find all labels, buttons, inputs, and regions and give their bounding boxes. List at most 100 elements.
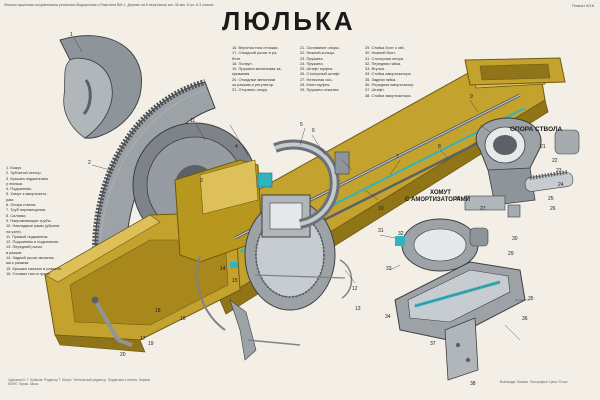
callout-2: 2 [88, 160, 91, 166]
legend-item: крывания. [232, 71, 251, 77]
callout-26: 26 [550, 206, 556, 212]
callout-28: 28 [455, 196, 461, 202]
lever-linkage-icon [91, 254, 353, 361]
legend-item: 36. Передняя амортизатор. [365, 82, 415, 88]
callout-17: 17 [140, 336, 146, 342]
callout-5: 5 [300, 122, 303, 128]
legend-item: боте. [232, 55, 242, 61]
callout-33: 33 [386, 266, 392, 272]
poster-id: Плакат 6/16 [571, 3, 594, 8]
legend-item: 7. Труб перемещения. [6, 207, 47, 213]
legend-item: ма к разжим. [6, 260, 30, 266]
callout-12: 12 [352, 286, 358, 292]
callout-13: 13 [355, 306, 361, 312]
legend-item: 22. Нижний кольцо. [300, 50, 336, 56]
clamp-label-line2: С АМОРТИЗАТОРАМИ [405, 197, 470, 203]
legend-item: на узле). [6, 228, 22, 234]
legend-item: 23. Пружина. [300, 55, 324, 61]
leader-lines [73, 37, 530, 341]
legend-item: 16. Головки тяги в грани. [6, 270, 51, 276]
callout-19: 19 [148, 341, 154, 347]
legend-item: у люльки. [6, 180, 24, 186]
legend-column-3: 21. Основание опоры.22. Нижний кольцо.23… [300, 45, 340, 93]
legend-column-4: 29. Стойка болт с гай.30. Нижний болт.31… [365, 45, 414, 98]
barrel-clamp-icon [273, 139, 350, 229]
legend-item: 29. Пружина отжатия. [300, 87, 340, 93]
clamp-label-line1: ХОМУТ [430, 190, 451, 196]
legend-item: 13. Передний рычаг [6, 244, 43, 250]
legend-item: 14. Задний рычаг механиз- [6, 255, 55, 261]
callout-14: 14 [220, 266, 226, 272]
legend-item: 29. Стойка болт с гай. [365, 45, 405, 50]
legend-item: 6. Опора ствола. [6, 202, 37, 208]
callout-37: 37 [430, 341, 436, 347]
callout-6: 6 [312, 128, 315, 134]
legend-item: 10. Накладные рамы (убрана [6, 223, 60, 229]
callout-30: 30 [512, 236, 518, 242]
callout-7: 7 [396, 154, 399, 160]
callout-11: 11 [190, 118, 195, 124]
legend-item: 34. Стойка амортизатора. [365, 71, 412, 77]
legend-item: 16. Верхняя тяга оттяжки. [232, 45, 279, 50]
legend-item: 5. Хомут к амортизато- [6, 191, 48, 197]
callout-38: 38 [470, 381, 476, 387]
callout-20: 20 [120, 352, 126, 358]
legend-item: 35. Задняя гайка. [365, 76, 397, 82]
callout-35: 35 [528, 296, 534, 302]
legend-item: 3. Крышка подшипника [6, 175, 48, 181]
callout-31: 31 [378, 228, 384, 234]
callout-32: 32 [398, 231, 404, 237]
legend-item: рам. [6, 196, 15, 202]
callout-23: 23 [556, 168, 562, 174]
legend-item: 38. Стойки амортизатора. [365, 92, 412, 98]
poster-title: ЛЮЛЬКА [222, 6, 356, 36]
legend-item: 24. Пружина. [300, 60, 324, 66]
callout-1: 1 [70, 32, 73, 38]
legend-column-1: 1. Кожух.2. Зубчатый сектор.3. Крышка по… [6, 165, 62, 276]
legend-item: 31. Стопорная опора. [365, 55, 404, 61]
callout-10: 10 [378, 206, 384, 212]
legend-item: 30. Нижний болт. [365, 50, 396, 56]
callout-24: 24 [558, 182, 564, 188]
callout-3: 3 [200, 178, 203, 184]
callout-18: 18 [155, 308, 161, 314]
callout-36: 36 [522, 316, 528, 322]
legend-item: 21. Оторвать опору. [232, 87, 268, 93]
barrel-support-label: ОПОРА СТВОЛА [510, 126, 563, 133]
legend-item: 17. Откидной рычаг в ра- [232, 50, 278, 56]
header-note: Люлька пушечная полуавтомата установки В… [4, 3, 214, 7]
callout-15: 15 [232, 278, 238, 284]
legend-item: 12. Подшипник в подъемном. [6, 239, 59, 245]
callout-16: 16 [180, 316, 186, 322]
callout-4: 4 [235, 144, 238, 150]
legend-item: 1. Кожух. [6, 165, 23, 170]
barrel-support-icon [464, 117, 580, 218]
legend-item: 19. Пружина механизма за- [232, 66, 282, 72]
legend-item: 26. Стопорный штифт. [300, 71, 341, 77]
legend-item: 25. Штифт муфты. [300, 66, 334, 72]
legend-item: в разжат. [6, 249, 23, 255]
legend-item: 20. Откидные механизм [232, 76, 276, 82]
legend-item: 15. Крышка салазок в развале. [6, 265, 62, 271]
legend-item: 2. Зубчатый сектор. [6, 170, 42, 176]
cover-icon [59, 35, 142, 139]
legend-column-2: 16. Верхняя тяга оттяжки.17. Откидной ры… [232, 45, 282, 93]
callout-34: 34 [385, 314, 391, 320]
callout-numbers: 1 2 3 4 5 6 7 8 9 10 11 12 13 14 15 16 1… [70, 32, 564, 387]
legend-item: 8. Салазки. [6, 212, 27, 218]
legend-item: 4. Подшипник. [6, 186, 32, 192]
footer-right-note: Воениздат. Москва. Типография. Цена 20 к… [500, 380, 569, 384]
callout-9: 9 [470, 94, 473, 100]
callout-8: 8 [438, 144, 441, 150]
legend-item: 27. Натяжная ось. [300, 76, 333, 82]
legend-item: 28. Ключ муфты. [300, 82, 331, 88]
callout-25: 25 [548, 196, 554, 202]
callout-22: 22 [552, 158, 558, 164]
legend-item: 18. Ползун. [232, 60, 253, 66]
legend-item: за разжим и регулятор. [232, 82, 275, 88]
callout-27: 27 [480, 206, 486, 212]
callout-29: 29 [508, 251, 514, 257]
legend-item: 11. Правый подшипник. [6, 233, 49, 239]
